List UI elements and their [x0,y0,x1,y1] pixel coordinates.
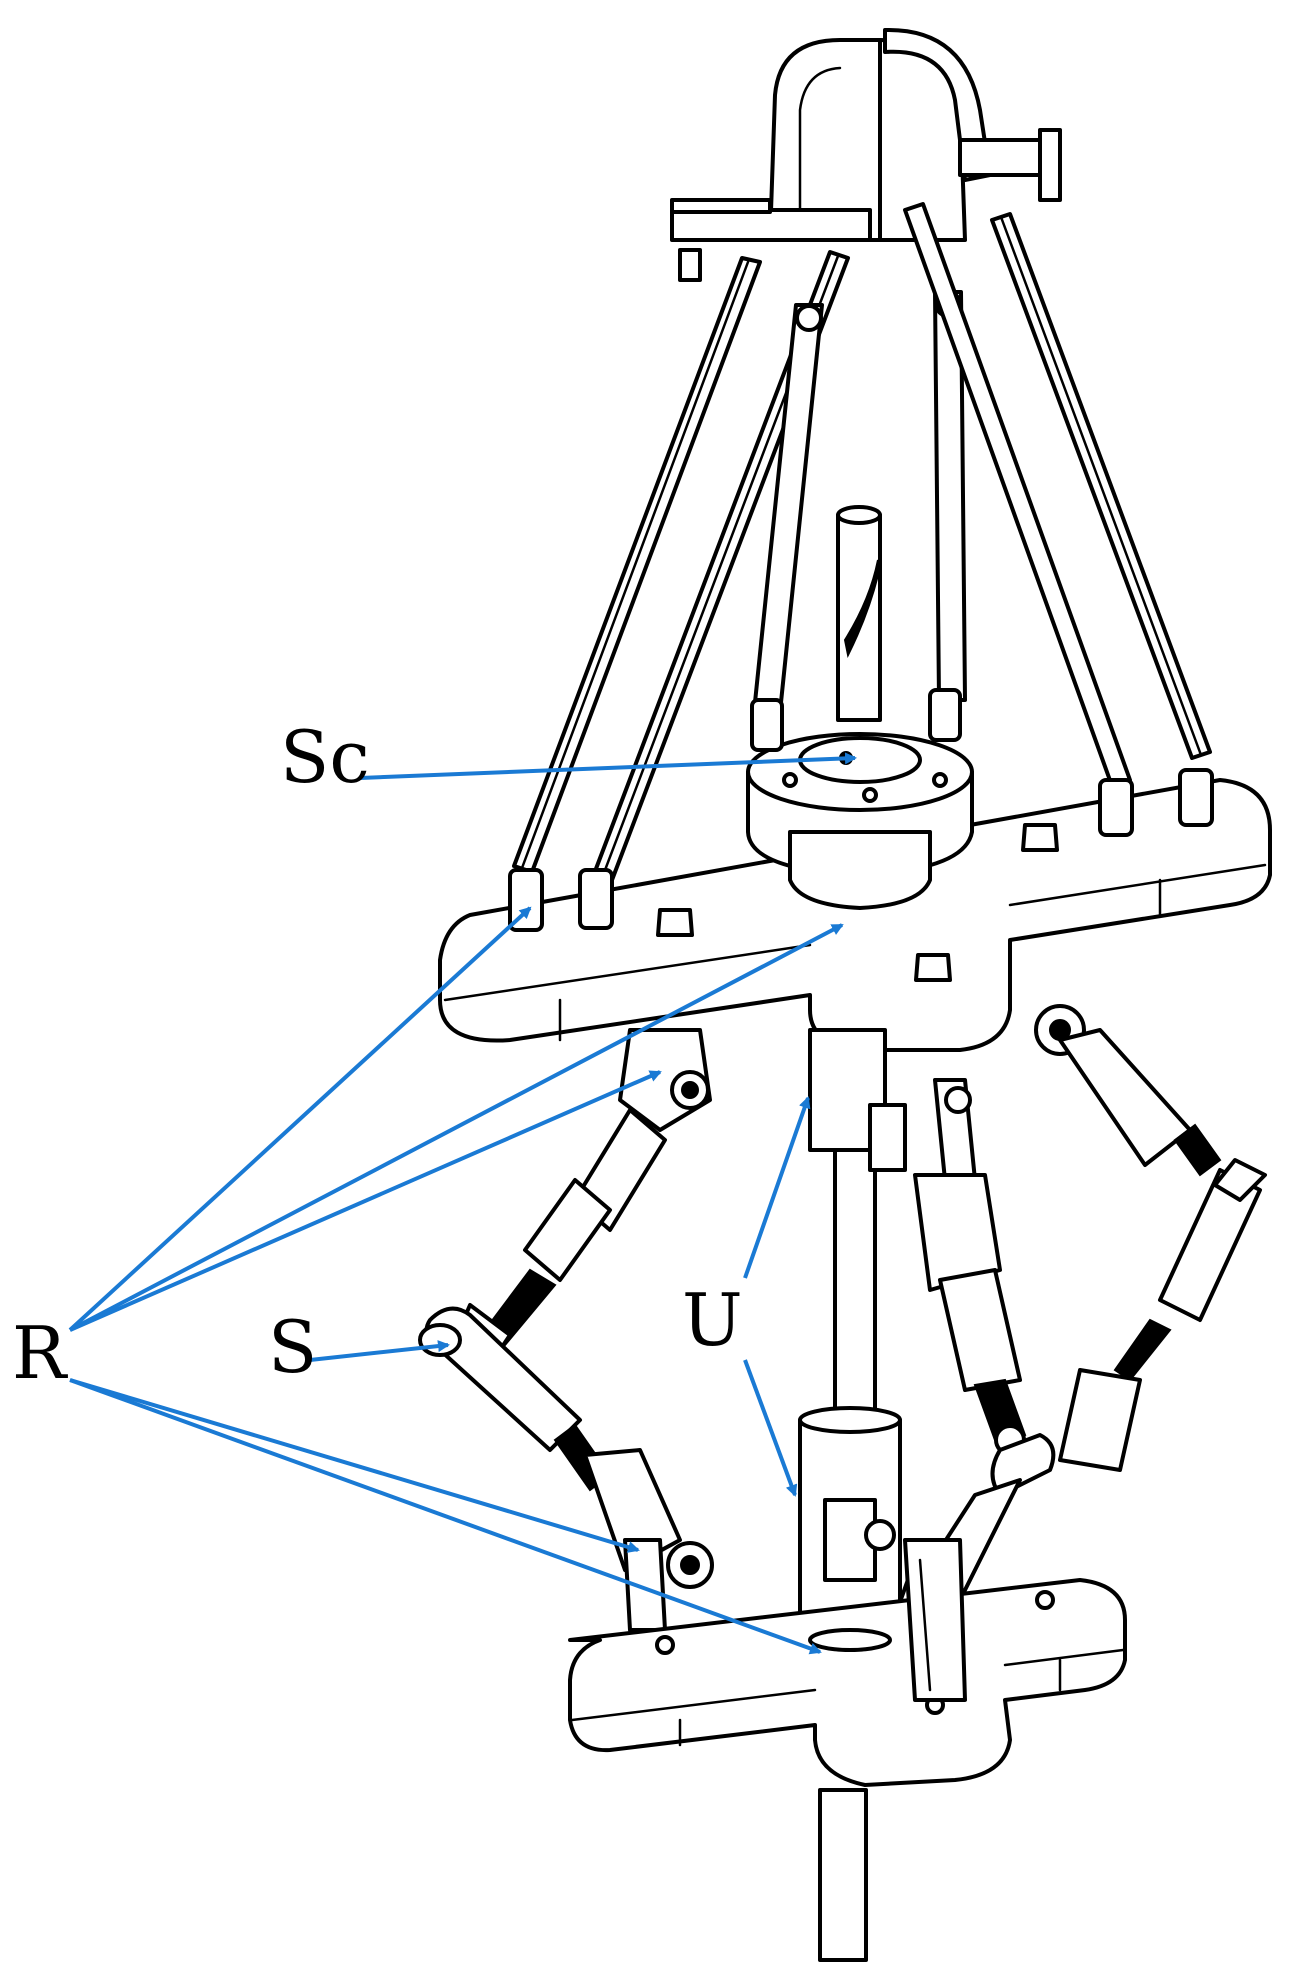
annotation-arrows [68,752,857,1655]
bottom-shaft [818,1788,868,1962]
arrow-u-2 [743,1359,798,1497]
middle-shaft [798,1028,907,1654]
label-r: R [12,1311,68,1395]
leg-left-lower [418,1306,714,1632]
arrow-r-2 [69,923,844,1332]
arrow-sc [359,752,857,780]
label-s: S [268,1305,317,1389]
upper-hub [746,732,974,910]
arrow-s [309,1340,450,1362]
lower-clevis [903,1538,967,1702]
leg-left-upper [453,1028,712,1367]
center-shaft [836,505,882,722]
label-u: U [682,1278,743,1362]
leg-right [1034,1004,1267,1472]
arrow-r-1 [68,906,532,1332]
rod-center-left [752,303,824,714]
arrow-r-5 [69,1378,822,1655]
label-sc: Sc [280,715,370,799]
rod-right-outer [990,212,1212,760]
top-cap [670,27,1062,282]
arrow-r-3 [69,1070,662,1332]
upper-clevis-posts [508,688,1214,982]
lower-plate [568,1578,1127,1787]
leg-center-right [913,1078,1027,1456]
arrow-u-1 [743,1096,811,1279]
upper-plate [438,778,1272,1052]
arrow-r-4 [69,1378,640,1553]
